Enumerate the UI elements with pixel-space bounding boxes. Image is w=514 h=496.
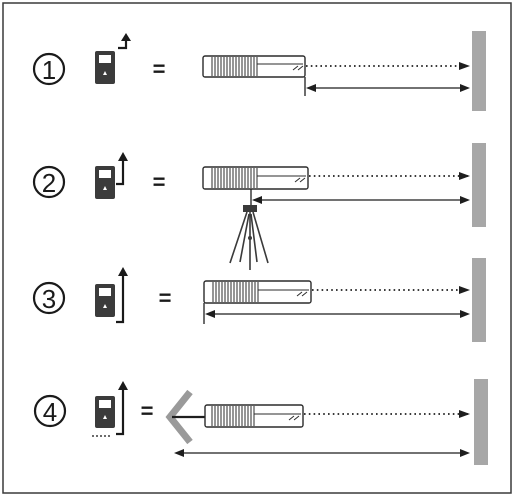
device-front-reference-icon xyxy=(95,267,128,324)
laser-device xyxy=(204,404,304,428)
target-wall xyxy=(472,31,486,111)
distance-arrowhead-right xyxy=(460,196,470,204)
laser-device xyxy=(202,55,306,78)
row-4: 4 = xyxy=(33,379,488,465)
row-3: 3 = xyxy=(32,258,486,342)
distance-arrowhead-right xyxy=(460,310,470,318)
end-pin-icon xyxy=(165,389,193,445)
laser-arrowhead xyxy=(459,410,470,418)
distance-arrowhead-right xyxy=(460,449,470,457)
step-number-circle xyxy=(32,281,66,315)
distance-arrowhead-left xyxy=(252,196,262,204)
step-number-circle xyxy=(33,394,67,428)
device-tripod-reference-icon xyxy=(95,152,128,199)
distance-arrowhead-left xyxy=(174,449,184,457)
tripod xyxy=(229,205,269,270)
target-wall xyxy=(472,258,486,342)
device-endpin-reference-icon xyxy=(92,381,128,437)
equals-sign: = xyxy=(153,170,166,195)
target-wall xyxy=(472,143,486,227)
laser-device xyxy=(203,280,312,304)
step-number-circle xyxy=(32,52,66,86)
step-number: 2 xyxy=(42,168,56,198)
step-number-circle xyxy=(32,165,66,199)
distance-arrowhead-left xyxy=(205,310,215,318)
row-1: 1 = xyxy=(32,31,486,111)
laser-arrowhead xyxy=(459,286,470,294)
equals-sign: = xyxy=(141,399,154,424)
laser-arrowhead xyxy=(459,62,470,70)
step-number: 1 xyxy=(42,55,56,85)
laser-arrowhead xyxy=(459,172,470,180)
step-number: 4 xyxy=(43,397,57,427)
laser-device xyxy=(202,166,309,190)
distance-arrowhead-left xyxy=(306,84,316,92)
distance-arrowhead-right xyxy=(460,84,470,92)
equals-sign: = xyxy=(153,57,166,82)
row-2: 2 = xyxy=(32,143,486,270)
device-rear-reference-icon xyxy=(95,33,131,84)
target-wall xyxy=(474,379,488,465)
equals-sign: = xyxy=(159,286,172,311)
step-number: 3 xyxy=(42,284,56,314)
